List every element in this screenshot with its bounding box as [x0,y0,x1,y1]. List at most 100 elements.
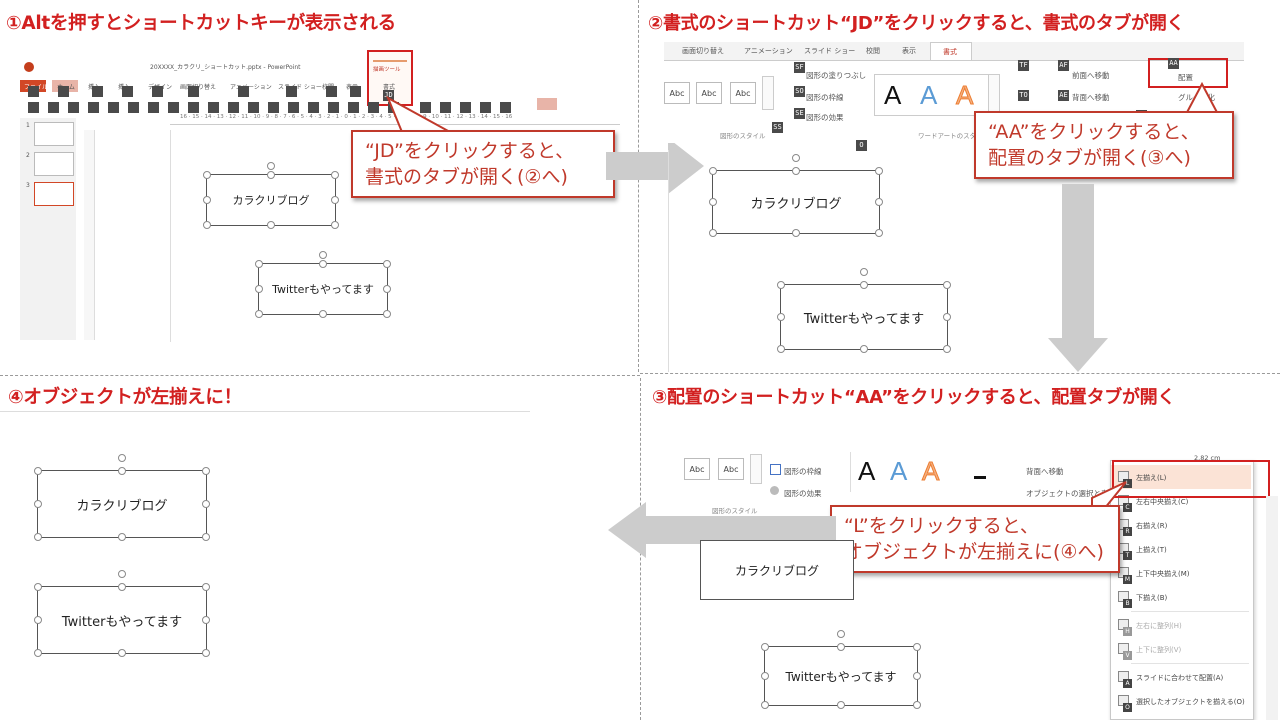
p2-shape-effect[interactable]: 図形の効果 [806,113,844,122]
arrow-down-step2-to-step3 [1048,184,1108,372]
p2-wordart-orange[interactable]: A [955,80,974,111]
divider-vertical-top [638,0,639,372]
callout-jd: “JD”をクリックすると、 書式のタブが開く(②へ) [351,130,615,198]
key-tip-aa[interactable]: AA [1168,58,1179,69]
p2-arrange-button[interactable]: 配置 [1178,73,1193,82]
p3-style-2[interactable]: Abc [718,458,744,480]
p2-style-2[interactable]: Abc [696,82,722,104]
panel3-shape-twitter[interactable]: Twitterもやってます [764,646,918,706]
vertical-ruler [84,130,95,340]
key-tip-tf[interactable]: TF [1018,60,1029,71]
p3-wordart-black[interactable]: A [858,456,876,486]
step1-heading: ①Altを押すとショートカットキーが表示される [6,13,396,34]
key-tip-tab-1 [28,86,39,97]
panel1-shape-twitter[interactable]: Twitterもやってます [258,263,388,315]
p2-arrange-highlight[interactable] [1148,58,1228,88]
key-tip-tab-9 [326,86,337,97]
p3-selection-pane[interactable]: オブジェクトの選択と表示 [1026,489,1116,498]
align-left-highlight [1112,460,1270,498]
key-tip-se[interactable]: SE [794,108,805,119]
divider-horizontal-left [0,375,640,376]
horizontal-ruler: 16 · 15 · 14 · 13 · 12 · 11 · 10 · 9 · 8… [180,114,513,120]
key-tip-ae[interactable]: AE [1058,90,1069,101]
panel4-shape-twitter[interactable]: Twitterもやってます [37,586,207,654]
step3-heading: ③配置のショートカット“AA”をクリックすると、配置タブが開く [652,387,1176,408]
key-tip-ss[interactable]: SS [772,122,783,133]
tab-slideshow[interactable]: スライド ショー [278,84,322,91]
p2-shape-outline[interactable]: 図形の枠線 [806,93,844,102]
p2-tab-transitions[interactable]: 画面切り替え [682,47,724,55]
key-tip-tab-6 [188,86,199,97]
key-tip-af[interactable]: AF [1058,60,1069,71]
key-tip-tab-7 [238,86,249,97]
p3-wordart-orange[interactable]: A [921,456,940,487]
p3-text-fill-icon[interactable] [974,462,986,479]
p2-wordart-black[interactable]: A [884,80,902,110]
key-tip-tab-4 [122,86,133,97]
key-tip-tab-10 [350,86,361,97]
key-tip-jd[interactable]: JD [383,90,394,101]
key-tip-o[interactable]: O [856,140,867,151]
scrollbar-right[interactable] [1266,496,1278,720]
key-tip-tab-5 [152,86,163,97]
divider-horizontal-right [640,373,1280,374]
slide-number-2: 2 [26,152,30,159]
p2-style-more[interactable] [762,76,774,110]
p3-wordart-blue[interactable]: A [890,456,908,486]
p2-wordart-blue[interactable]: A [920,80,938,110]
p2-group-label-styles: 図形のスタイル [720,132,766,140]
panel1-shape-karakuri[interactable]: カラクリブログ [206,174,336,226]
p2-tab-slideshow[interactable]: スライド ショー [804,47,856,55]
app-logo-icon [24,62,34,72]
p2-style-3[interactable]: Abc [730,82,756,104]
panel3-shape-karakuri[interactable]: カラクリブログ [700,540,854,600]
key-tip-so[interactable]: SO [794,86,805,97]
tab-animations[interactable]: アニメーション [230,84,272,91]
rotate-handle[interactable] [267,162,275,170]
window-title: 20XXXX_カラクリ_ショートカット.pptx - PowerPoint [150,64,301,71]
p3-shape-effect[interactable]: 図形の効果 [784,489,822,498]
p2-bring-forward[interactable]: 前面へ移動 [1072,71,1110,80]
slide-thumbnail-3[interactable] [34,182,74,206]
panel4-shape-karakuri[interactable]: カラクリブログ [37,470,207,538]
step2-heading: ②書式のショートカット“JD”をクリックすると、書式のタブが開く [648,13,1185,34]
p2-tab-animations[interactable]: アニメーション [744,47,793,55]
p3-group-label: 図形のスタイル [712,507,758,515]
p2-group-label-wordart: ワードアートのスタイル [918,132,990,140]
p2-send-backward[interactable]: 背面へ移動 [1072,93,1110,102]
p2-shape-fill[interactable]: 図形の塗りつぶし [806,71,867,80]
p3-effect-icon [770,486,779,495]
p2-tab-review[interactable]: 校閲 [866,47,880,55]
key-tip-to[interactable]: TO [1018,90,1029,101]
slide-thumbnail-2[interactable] [34,152,74,176]
step4-heading: ④オブジェクトが左揃えに！ [8,387,242,408]
step4-heading-underline [0,411,530,412]
panel2-shape-karakuri[interactable]: カラクリブログ [712,170,880,234]
slide-number-3: 3 [26,182,30,189]
slide-number-1: 1 [26,122,30,129]
key-tip-sf[interactable]: SF [794,62,805,73]
arrow-right-step1-to-step2 [606,138,704,194]
p2-tab-view[interactable]: 表示 [902,47,916,55]
slide-thumbnail-1[interactable] [34,122,74,146]
panel2-shape-twitter[interactable]: Twitterもやってます [780,284,948,350]
tab-format[interactable]: 書式 [383,84,396,91]
callout-aa: “AA”をクリックすると、 配置のタブが開く(③へ) [974,111,1234,179]
p3-send-backward[interactable]: 背面へ移動 [1026,467,1064,476]
p3-style-1[interactable]: Abc [684,458,710,480]
p2-style-1[interactable]: Abc [664,82,690,104]
p2-tab-format[interactable]: 書式 [930,42,972,61]
callout-l: “L”をクリックすると、 オブジェクトが左揃えに(④へ) [830,505,1120,573]
p3-outline-icon [770,464,781,475]
p3-shape-outline[interactable]: 図形の枠線 [784,467,822,476]
